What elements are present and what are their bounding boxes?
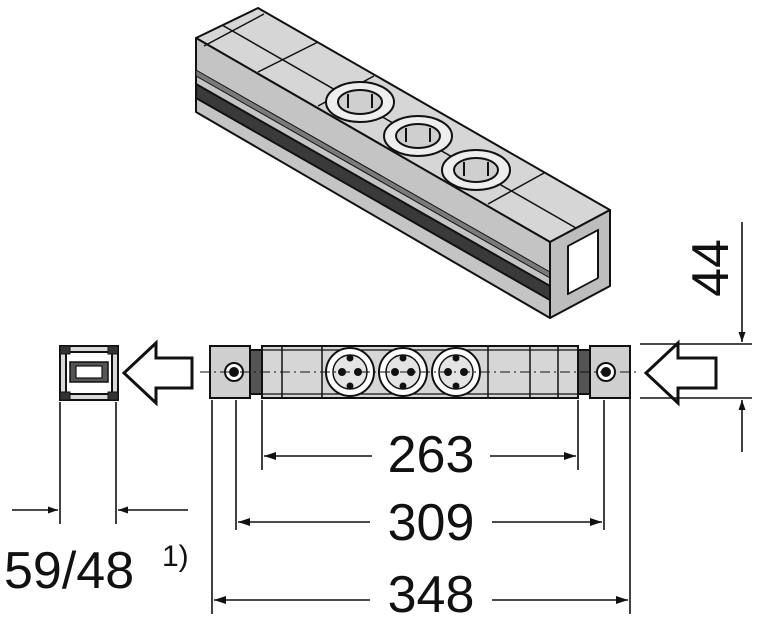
dimension-height: 44 [682,239,740,297]
socket-icon [325,81,395,123]
arrow-left-icon [121,339,194,407]
dimension-depth-footnote: 1) [162,540,189,573]
socket-icon [383,115,453,157]
arrow-left-icon [643,339,718,407]
dimension-inner-width: 309 [388,494,475,552]
end-view-connector [59,345,119,401]
socket-icon [441,149,511,191]
dimension-overall-width: 348 [388,566,475,623]
dimension-depth: 59/48 [4,542,134,600]
isometric-power-strip [195,7,611,319]
dimension-lines [12,222,752,614]
isometric-sockets [325,81,511,191]
dimension-socket-span: 263 [388,426,475,484]
